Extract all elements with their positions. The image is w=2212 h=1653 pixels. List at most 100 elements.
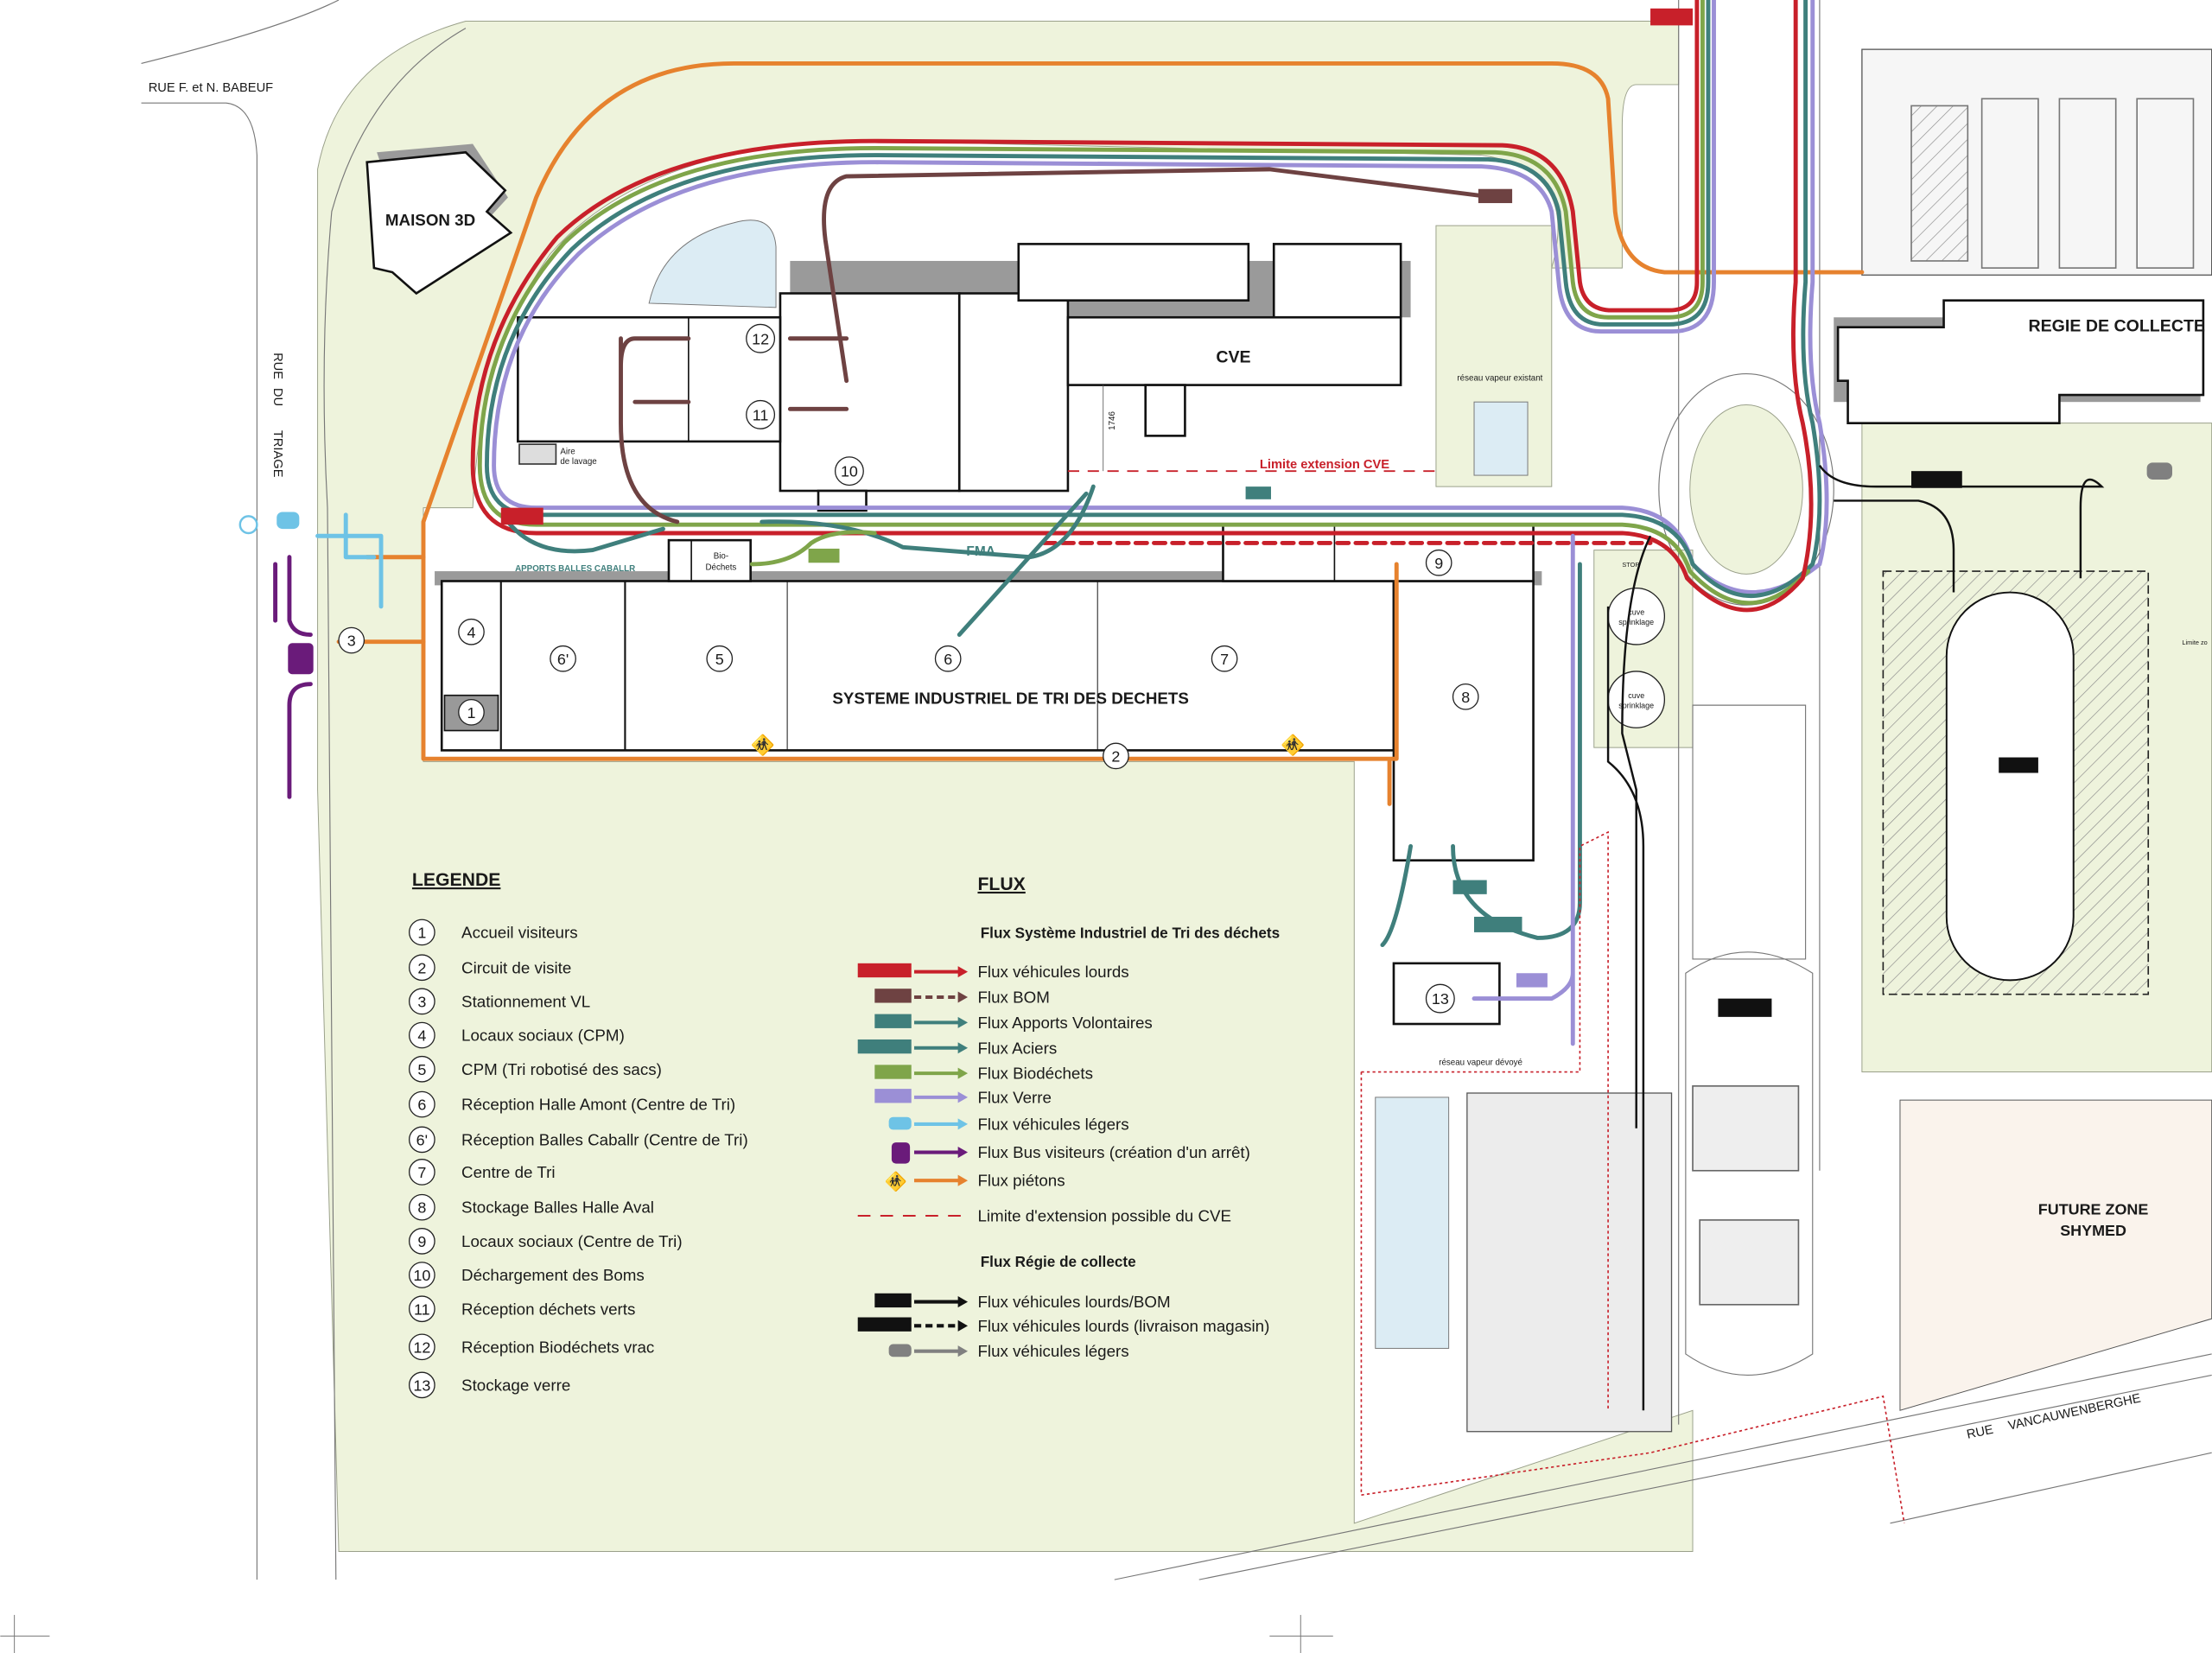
flux-label: Flux Bus visiteurs (création d'un arrêt) xyxy=(977,1143,1249,1161)
svg-text:8: 8 xyxy=(1461,689,1470,706)
legend-number: 10 xyxy=(413,1267,430,1284)
marker-12: 12 xyxy=(746,323,776,353)
label-limite-cve: Limite extension CVE xyxy=(1260,458,1389,472)
flux-limite-label: Limite d'extension possible du CVE xyxy=(977,1207,1231,1225)
basin xyxy=(1473,401,1529,476)
legend-number: 6' xyxy=(416,1131,428,1148)
arrow-head-icon xyxy=(957,1174,969,1186)
pond xyxy=(648,219,777,308)
label-sitd: SYSTEME INDUSTRIEL DE TRI DES DECHETS xyxy=(832,689,1189,707)
label-dimension: 1746 xyxy=(1108,411,1117,430)
marker-10: 10 xyxy=(834,456,864,486)
truck-icon xyxy=(874,1014,912,1028)
pedestrians-icon: 🚸 xyxy=(885,1170,907,1192)
flow-verre xyxy=(492,0,1829,594)
svg-text:13: 13 xyxy=(1432,990,1449,1008)
label-reseau-existant: réseau vapeur existant xyxy=(1457,374,1542,384)
truck-icon xyxy=(1718,998,1772,1017)
legend-number: 1 xyxy=(417,924,426,941)
flow-biodechets xyxy=(477,0,1811,606)
truck-icon xyxy=(1245,486,1271,499)
marker-6-prime: 6' xyxy=(550,645,576,672)
marker-8: 8 xyxy=(1452,683,1479,710)
bicycle-icon xyxy=(238,515,258,535)
roads xyxy=(141,0,2212,1580)
arrow-head-icon xyxy=(957,1118,969,1130)
label-cve: CVE xyxy=(1216,347,1250,366)
truck-icon xyxy=(874,1065,912,1079)
street-babeuf: RUE F. et N. BABEUF xyxy=(149,81,273,95)
legend-number: 13 xyxy=(413,1376,430,1394)
legend-number: 3 xyxy=(417,993,426,1010)
legend-label: Accueil visiteurs xyxy=(461,923,578,941)
legend-number-circle xyxy=(409,1021,435,1049)
legend-title: LEGENDE xyxy=(412,870,501,890)
car-icon xyxy=(2146,462,2172,480)
regie-building xyxy=(1836,299,2205,424)
flow-biodechets-2 xyxy=(749,530,877,567)
flow-apports xyxy=(505,484,1582,948)
flux-item: Flux véhicules légers xyxy=(888,1115,1129,1133)
legend-item: 6'Réception Balles Caballr (Centre de Tr… xyxy=(409,1126,748,1154)
flow-aciers xyxy=(484,0,1822,599)
svg-text:5: 5 xyxy=(715,651,724,668)
label-regie: REGIE DE COLLECTE xyxy=(2028,317,2205,336)
marker-5: 5 xyxy=(706,645,734,672)
arrow-head-icon xyxy=(957,966,969,978)
truck-icon xyxy=(1911,471,1962,488)
crop-marks xyxy=(0,1614,1333,1653)
label-fma: FMA xyxy=(966,544,995,559)
car-icon xyxy=(888,1344,912,1357)
legend-label: Réception Halle Amont (Centre de Tri) xyxy=(461,1096,735,1114)
flux-label: Flux véhicules légers xyxy=(977,1115,1128,1133)
legend-label: Stockage Balles Halle Aval xyxy=(461,1198,654,1217)
svg-text:6: 6 xyxy=(944,651,952,668)
pedestrians-icon: 🚸 xyxy=(1281,734,1305,756)
legend-number-circle xyxy=(409,1262,435,1288)
legend-label: Stationnement VL xyxy=(461,992,590,1010)
truck-icon xyxy=(1452,880,1487,894)
flow-bus xyxy=(273,555,313,799)
truck-icon xyxy=(1478,188,1513,204)
legend-item: 3 Stationnement VL xyxy=(409,988,590,1015)
arrow-head-icon xyxy=(957,1345,969,1357)
arrow-head-icon xyxy=(957,1016,969,1028)
svg-text:10: 10 xyxy=(841,463,858,480)
legend-item: 9 Locaux sociaux (Centre de Tri) xyxy=(409,1228,683,1255)
legend-item: 5 CPM (Tri robotisé des sacs) xyxy=(409,1055,662,1083)
arrow-head-icon xyxy=(957,1067,969,1079)
flux-item: 🚸Flux piétons xyxy=(885,1170,1065,1192)
map-vehicles: 🚸 🚸 xyxy=(238,8,2172,1017)
flux-item: Flux véhicules légers xyxy=(888,1342,1129,1360)
label-bio-1: Bio- xyxy=(714,551,728,561)
legend-label: Centre de Tri xyxy=(461,1163,555,1181)
legend-label: Locaux sociaux (Centre de Tri) xyxy=(461,1232,683,1250)
truck-icon xyxy=(1516,973,1548,988)
truck-icon xyxy=(1474,916,1522,932)
legend-number-circle xyxy=(409,1090,435,1118)
marker-11: 11 xyxy=(746,399,776,429)
label-apports: APPORTS BALLES CABALLR xyxy=(515,564,635,574)
marker-3: 3 xyxy=(338,626,365,654)
legend-number-circle xyxy=(409,919,435,946)
flux-label: Flux BOM xyxy=(977,989,1049,1007)
legend-number-circle xyxy=(409,1159,435,1186)
legend-label: CPM (Tri robotisé des sacs) xyxy=(461,1060,662,1078)
legend-number: 11 xyxy=(414,1300,430,1318)
arrow-head-icon xyxy=(957,1147,969,1159)
legend-label: Déchargement des Boms xyxy=(461,1266,645,1284)
label-aire-2: de lavage xyxy=(560,457,596,467)
flux-item: Flux Bus visiteurs (création d'un arrêt) xyxy=(891,1142,1250,1164)
legend-number: 5 xyxy=(417,1061,426,1078)
flux-item: Flux Aciers xyxy=(857,1039,1057,1057)
flux-item: Flux BOM xyxy=(874,989,1050,1007)
flux-label: Flux véhicules lourds xyxy=(977,963,1128,981)
flux-legend: FLUX Flux Système Industriel de Tri des … xyxy=(857,874,1280,1360)
label-aire-1: Aire xyxy=(560,448,575,457)
legend-number-circle xyxy=(409,1055,435,1083)
legend-number: 9 xyxy=(417,1233,426,1250)
flow-verre-2 xyxy=(1471,533,1575,1046)
